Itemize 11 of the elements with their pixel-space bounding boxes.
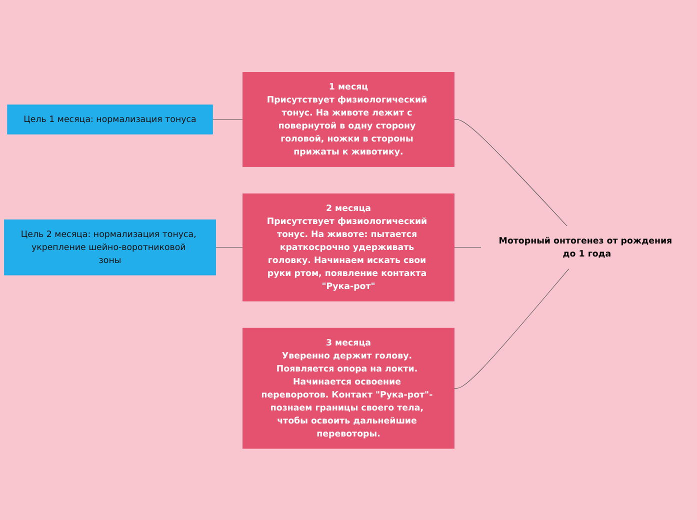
connector xyxy=(454,268,570,388)
connector xyxy=(454,118,568,226)
connector xyxy=(215,246,244,248)
node-box: 2 месяца Присутствует физиологический тонус. На животе: пытается краткосрочно удерживать головку. Начинаем искать свои руки ртом, появление контакта "Рука-рот" xyxy=(242,193,454,301)
node-box: 1 месяц Присутствует физиологический тонус. На животе лежит с повернутой в одну сторону головой, ножки в стороны прижаты к животику. xyxy=(242,72,454,166)
node-box: Цель 2 месяца: нормализация тонуса, укрепление шейно-воротниковой зоны xyxy=(4,219,216,275)
connector xyxy=(454,246,482,248)
node-text: Моторный онтогенез от рождения до 1 года xyxy=(498,235,672,258)
connector xyxy=(212,118,244,120)
node-box: 3 месяца Уверенно держит голову. Появляется опора на локти. Начинается освоение переворотов. Контакт "Рука-рот"- познаем границы своего тела, чтобы освоить дальнейшие перевоторы. xyxy=(242,327,454,448)
node-box: Цель 1 месяца: нормализация тонуса xyxy=(7,104,213,134)
